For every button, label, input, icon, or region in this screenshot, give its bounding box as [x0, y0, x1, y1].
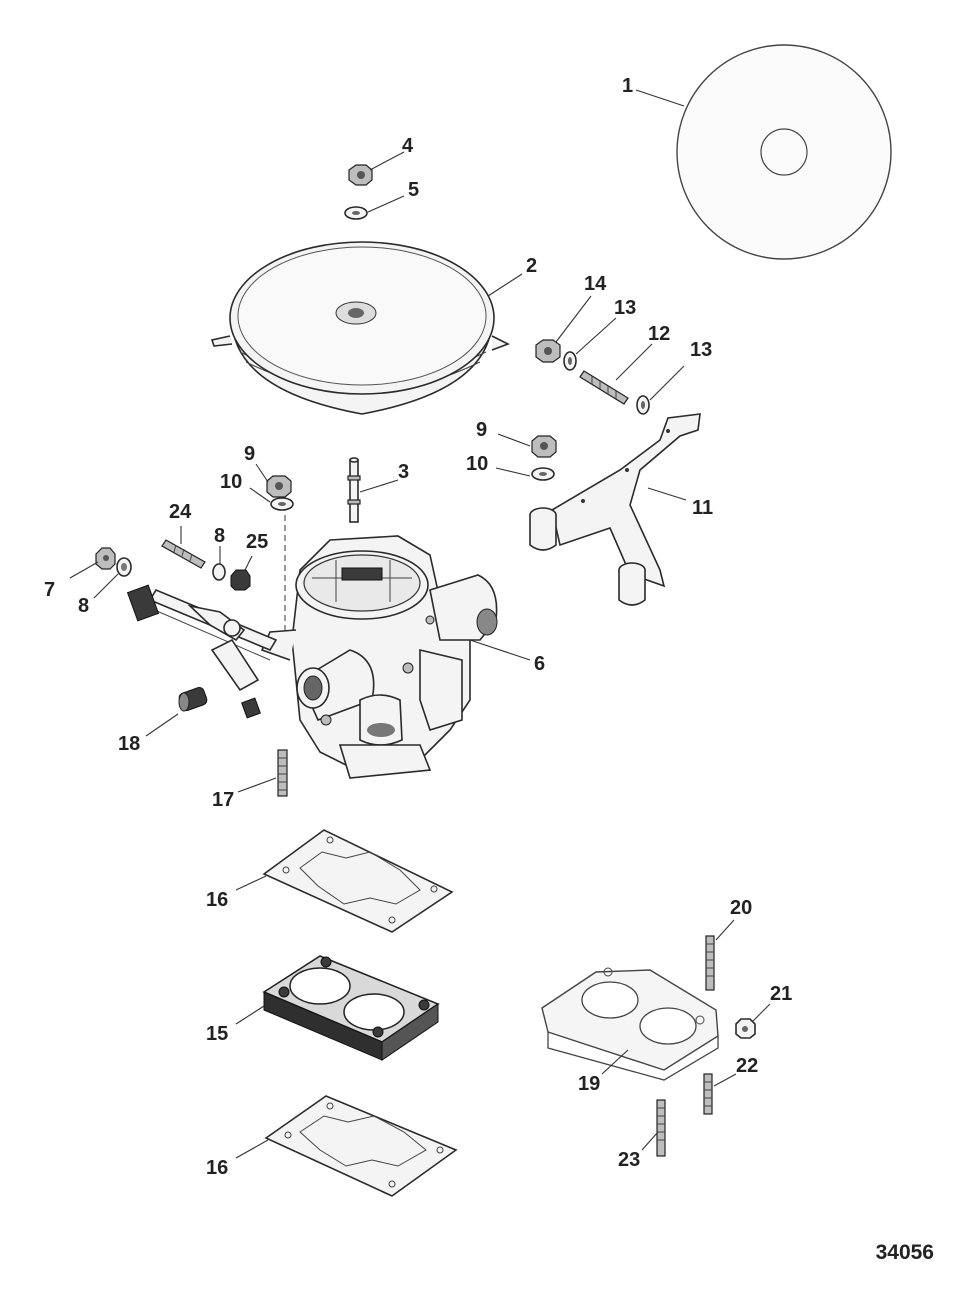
- part-24-screw: [161, 539, 206, 569]
- callout-labels: 1 4 5 2 14 13 12 13 9 10 11 3 9 10 24 8 …: [44, 75, 792, 1179]
- part-9-nut-right: [531, 435, 557, 458]
- callout-11: 11: [692, 497, 713, 519]
- callout-23: 23: [618, 1149, 640, 1171]
- callout-18: 18: [118, 733, 140, 755]
- callout-10-right: 10: [466, 453, 488, 475]
- part-21-nut: [735, 1018, 756, 1039]
- callout-5: 5: [408, 179, 419, 201]
- part-3-pipe: [347, 457, 361, 523]
- callout-22: 22: [736, 1055, 758, 1077]
- part-9-nut-left: [266, 475, 292, 498]
- callout-20: 20: [730, 897, 752, 919]
- callout-9-left: 9: [244, 443, 255, 465]
- drawing-number: 34056: [875, 1241, 934, 1264]
- part-23-stud: [656, 1099, 666, 1157]
- part-4-nut: [348, 164, 373, 186]
- callout-3: 3: [398, 461, 409, 483]
- part-7-nut: [95, 547, 116, 570]
- part-16-gasket-lower: [264, 1095, 458, 1197]
- callout-13-upper: 13: [614, 297, 636, 319]
- callout-16-lower: 16: [206, 1157, 228, 1179]
- part-8-washer-upper: [212, 563, 226, 581]
- leader-lines: [69, 89, 771, 1159]
- part-22-stud: [703, 1073, 713, 1115]
- callout-7: 7: [44, 579, 55, 601]
- callout-21: 21: [770, 983, 792, 1005]
- fitting-small: [241, 697, 261, 719]
- part-1-filter-disc: [676, 44, 892, 260]
- part-20-stud: [705, 935, 715, 991]
- part-8-washer-lower: [116, 557, 132, 577]
- callout-4: 4: [402, 135, 414, 157]
- callout-1: 1: [622, 75, 633, 97]
- callout-12: 12: [648, 323, 670, 345]
- callout-6: 6: [534, 653, 545, 675]
- callout-8-lower: 8: [78, 595, 89, 617]
- callout-9-right: 9: [476, 419, 487, 441]
- part-10-washer-right: [531, 467, 555, 481]
- sensor-harness: [126, 584, 278, 692]
- part-15-spacer: [262, 955, 440, 1061]
- part-25-nut: [230, 569, 251, 591]
- part-5-washer: [344, 206, 368, 220]
- part-19-adapter: [541, 967, 719, 1081]
- callout-10-left: 10: [220, 471, 242, 493]
- part-18-fitting: [178, 687, 208, 712]
- part-10-washer-left: [270, 497, 294, 511]
- callout-16-upper: 16: [206, 889, 228, 911]
- callout-2: 2: [526, 255, 537, 277]
- part-14-nut: [535, 339, 561, 363]
- callout-17: 17: [212, 789, 234, 811]
- part-2-air-cleaner: [210, 241, 510, 415]
- callout-14: 14: [584, 273, 607, 295]
- callout-13-lower: 13: [690, 339, 712, 361]
- part-6-carburetor: [260, 535, 498, 779]
- part-13-washer-lower: [636, 395, 650, 415]
- part-12-stud: [579, 370, 629, 405]
- callout-8-upper: 8: [214, 525, 225, 547]
- part-17-stud: [277, 749, 288, 797]
- callout-25: 25: [246, 531, 268, 553]
- callout-24: 24: [169, 501, 192, 523]
- part-13-washer-upper: [563, 351, 577, 371]
- part-16-gasket-upper: [262, 829, 454, 933]
- callout-15: 15: [206, 1023, 228, 1045]
- part-11-bracket: [529, 413, 701, 606]
- callout-19: 19: [578, 1073, 600, 1095]
